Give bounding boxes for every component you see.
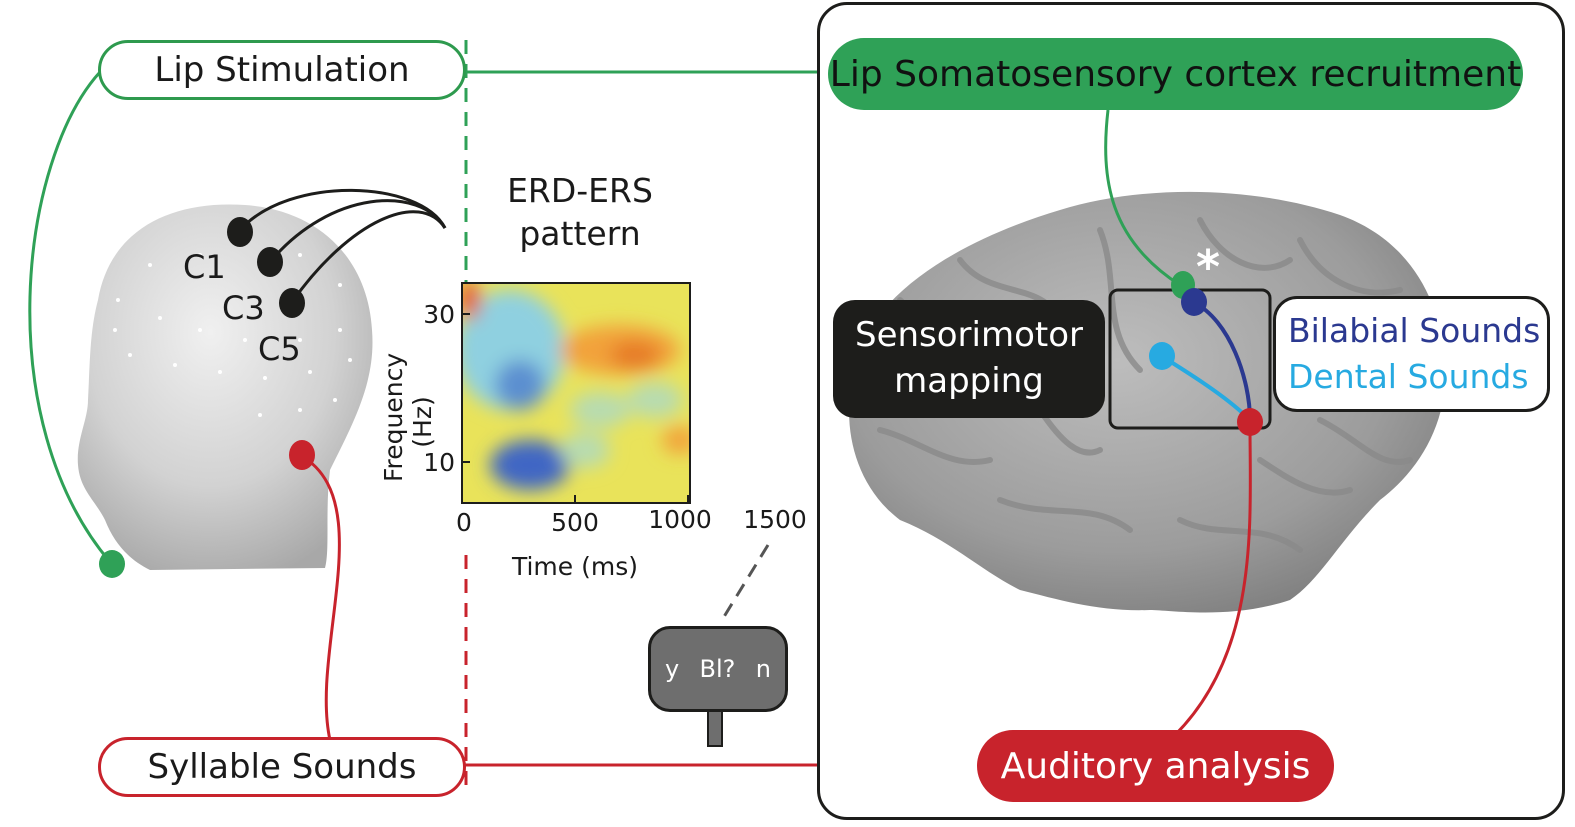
tf-xtick-0: 0 (456, 508, 472, 537)
significance-asterisk: * (1196, 240, 1221, 294)
lip-cortex-text: Lip Somatosensory cortex recruitment (829, 53, 1522, 95)
tf-xtick-1000: 1000 (648, 505, 712, 534)
green-stim-line (28, 70, 112, 563)
electrode-c1-dot (227, 217, 253, 247)
auditory-analysis-label: Auditory analysis (977, 730, 1334, 802)
electrode-c5-dot (279, 288, 305, 318)
sounds-box: Bilabial Sounds Dental Sounds (1273, 296, 1550, 412)
bilabial-label: Bilabial Sounds (1288, 310, 1541, 350)
tf-xlabel: Time (ms) (511, 552, 638, 581)
response-dashed-link (720, 544, 770, 621)
tf-xtick-500: 500 (551, 508, 599, 537)
response-no: n (755, 655, 771, 683)
erd-title-line2: pattern (519, 213, 641, 253)
electrode-leaders (238, 188, 447, 303)
red-sound-line (299, 453, 341, 741)
response-stem (707, 709, 723, 747)
red-ear-dot (289, 440, 315, 470)
lip-cortex-label: Lip Somatosensory cortex recruitment (828, 38, 1523, 110)
tf-ytick-30: 30 (423, 300, 455, 329)
lip-stimulation-text: Lip Stimulation (154, 50, 410, 90)
response-box: y Bl? n (648, 626, 788, 712)
erd-title-line1: ERD-ERS (507, 171, 653, 210)
right-panel-frame (817, 2, 1565, 820)
sensorimotor-line2: mapping (894, 361, 1044, 401)
bilabial-mapping-line (1192, 300, 1252, 421)
auditory-analysis-text: Auditory analysis (1000, 745, 1311, 787)
sensorimotor-box: Sensorimotor mapping (833, 300, 1105, 418)
electrode-label-c3: C3 (222, 289, 265, 327)
tf-ticks (462, 313, 689, 503)
green-lip-dot (99, 550, 125, 578)
green-cortex-line (1104, 109, 1181, 287)
tf-map (462, 283, 690, 503)
response-question: Bl? (699, 655, 736, 683)
blue-dot-bilabial (1181, 288, 1207, 316)
erd-title: ERD-ERS pattern (485, 170, 675, 256)
tf-ytick-10: 10 (423, 448, 455, 477)
red-dot-cortex (1237, 408, 1263, 436)
red-auditory-line (1173, 424, 1252, 737)
lightblue-dot-dental (1149, 342, 1175, 370)
lip-stimulation-label: Lip Stimulation (98, 40, 466, 100)
electrode-c3-dot (257, 247, 283, 277)
time-tick-1500: 1500 (743, 505, 807, 534)
response-yes: y (665, 655, 680, 683)
syllable-sounds-text: Syllable Sounds (147, 747, 417, 787)
electrode-label-c5: C5 (258, 330, 301, 368)
dental-label: Dental Sounds (1288, 357, 1529, 396)
sensorimotor-line1: Sensorimotor (854, 315, 1084, 356)
electrode-label-c1: C1 (183, 248, 226, 286)
syllable-sounds-label: Syllable Sounds (98, 737, 466, 797)
